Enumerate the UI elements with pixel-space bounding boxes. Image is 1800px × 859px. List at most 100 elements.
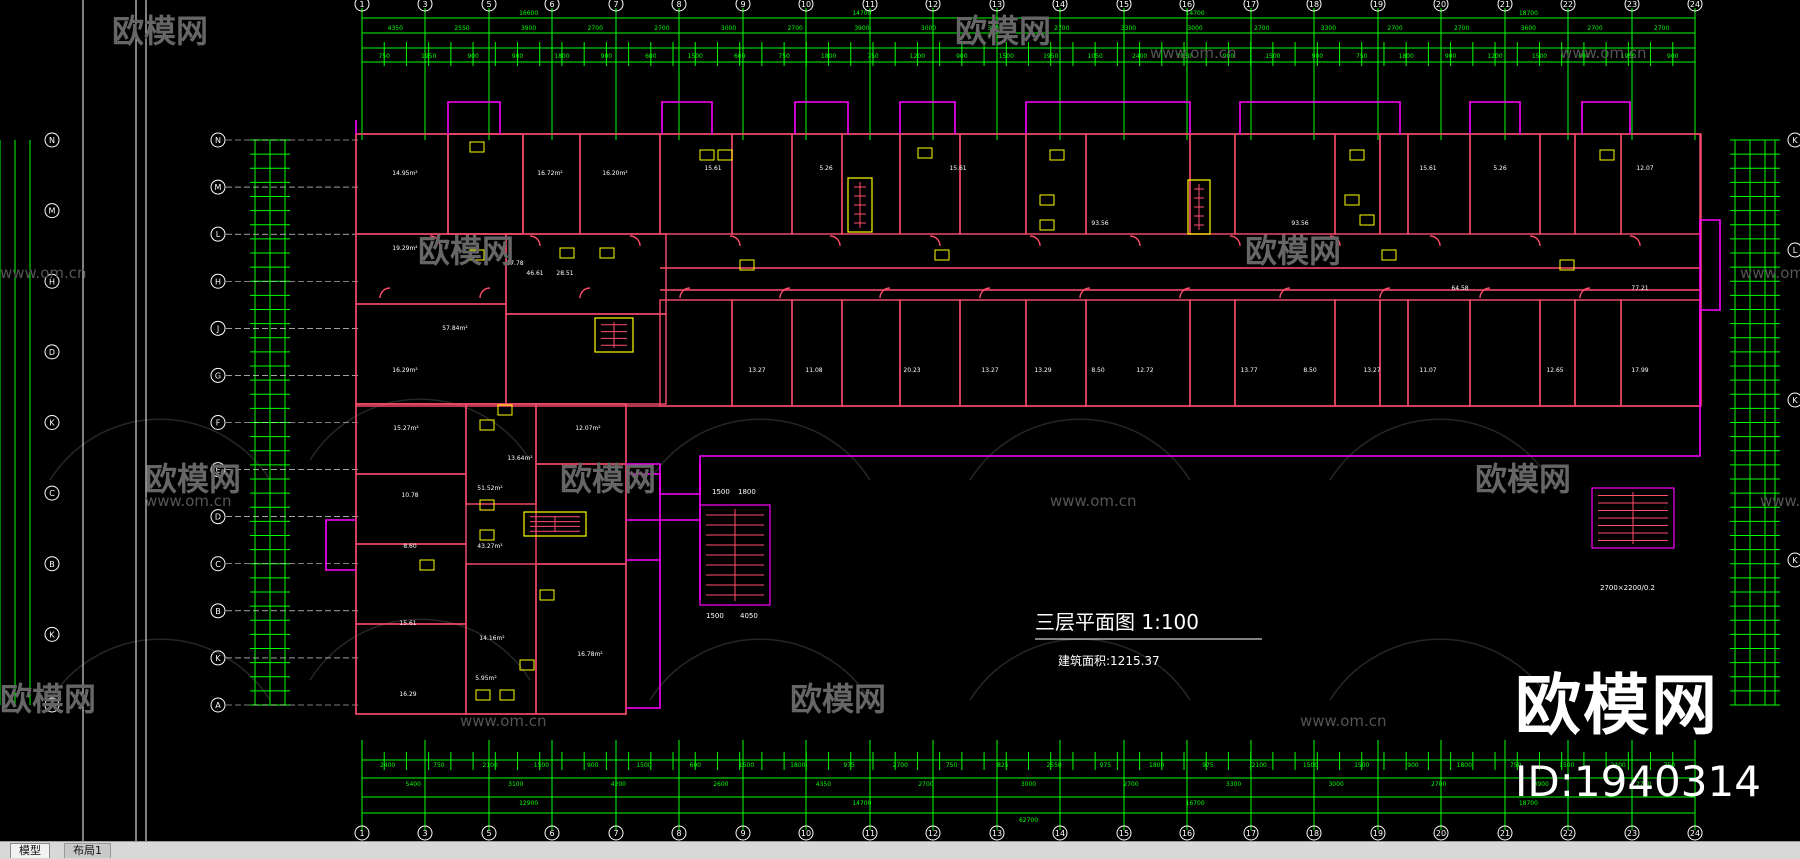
door-swing <box>1329 235 1341 247</box>
room-area-label: 5.95m² <box>475 675 497 682</box>
fixture <box>599 247 615 259</box>
dim-text: 3300 <box>1321 25 1336 32</box>
room-area-label: 14.16m² <box>479 635 505 642</box>
dim-text: 1050 <box>1088 53 1103 60</box>
grid-col-bubble-top-label: 7 <box>613 0 618 9</box>
door-swing <box>1579 287 1591 299</box>
dim-text: 3000 <box>1328 781 1343 788</box>
room-area-label: 46.61 <box>526 270 543 277</box>
grid-row-bubble <box>210 132 226 148</box>
room-west <box>447 133 524 235</box>
door-swing <box>829 235 841 247</box>
grid-col-bubble-bottom-label: 13 <box>992 829 1002 838</box>
fixture <box>1359 214 1375 226</box>
stair-label: 4050 <box>740 612 758 620</box>
room-area-label: 12.07 <box>1636 165 1653 172</box>
grid-row-bubble-far <box>44 556 60 572</box>
grid-row-bubble <box>210 603 226 619</box>
dim-text: 2700 <box>1254 25 1269 32</box>
fixture <box>1599 149 1615 161</box>
dim-text: 2100 <box>483 762 498 769</box>
watermark-brand-small: 欧模网 <box>955 12 1051 50</box>
grid-col-bubble-bottom-label: 6 <box>549 829 554 838</box>
grid-row-bubble-label: D <box>215 513 221 522</box>
fixture <box>1381 249 1397 261</box>
room-area-label: 5.26 <box>1493 165 1507 172</box>
grid-col-bubble-top <box>1243 0 1259 12</box>
grid-col-bubble-top <box>671 0 687 12</box>
dim-text: 600 <box>690 762 702 769</box>
grid-row-bubble <box>210 179 226 195</box>
door-swing <box>1029 235 1041 247</box>
watermark-domain-small: www.om.cn <box>1300 712 1387 730</box>
grid-row-bubble-far <box>44 132 60 148</box>
dim-text: 2700 <box>1054 25 1069 32</box>
grid-row-bubble-label: C <box>215 560 221 569</box>
dim-text: 900 <box>956 53 968 60</box>
grid-col-bubble-top-label: 21 <box>1500 0 1510 9</box>
grid-row-bubble <box>210 650 226 666</box>
fixture <box>699 149 715 161</box>
grid-col-bubble-top-label: 5 <box>486 0 491 9</box>
grid-col-bubble-top-label: 12 <box>928 0 938 9</box>
balcony-outline-north <box>355 101 1631 134</box>
dim-text: 1200 <box>1487 53 1502 60</box>
watermark-arc <box>1329 638 1551 701</box>
fixture <box>934 249 950 261</box>
dim-text: 12900 <box>519 800 538 807</box>
dim-text: 1500 <box>739 762 754 769</box>
grid-col-bubble-top-label: 1 <box>359 0 364 9</box>
dim-text: 3000 <box>1021 781 1036 788</box>
dim-text: 1500 <box>534 762 549 769</box>
room-area-label: 13.27 <box>981 367 998 374</box>
room-area-label: 93.56 <box>1091 220 1108 227</box>
dim-text: 1800 <box>1399 53 1414 60</box>
fixture <box>1039 194 1055 206</box>
grid-row-bubble-right-label: K <box>1792 396 1798 405</box>
grid-col-bubble-bottom <box>544 825 560 841</box>
fixture <box>497 404 513 416</box>
dim-text: 3900 <box>1534 781 1549 788</box>
dim-text: 1950 <box>1621 53 1636 60</box>
tab-model[interactable]: 模型 <box>10 843 50 858</box>
grid-row-bubble-far-label: C <box>49 489 55 498</box>
grid-row-bubble-label: G <box>215 371 221 380</box>
fixture <box>1344 194 1360 206</box>
grid-col-bubble-top <box>481 0 497 12</box>
stair-label: 1500 <box>712 488 730 496</box>
dim-text: 1050 <box>1176 53 1191 60</box>
watermark-arc <box>49 418 271 481</box>
grid-row-bubble-label: K <box>215 654 221 663</box>
grid-row-bubble-far <box>44 415 60 430</box>
tab-layout1[interactable]: 布局1 <box>64 843 111 858</box>
grid-row-bubble-far-label: M <box>49 207 56 216</box>
door-swing <box>479 287 491 299</box>
room-area-label: 15.61 <box>1419 165 1436 172</box>
grid-col-bubble-bottom <box>1497 825 1513 841</box>
grid-col-bubble-bottom <box>671 825 687 841</box>
grid-row-bubble-label: M <box>215 183 222 192</box>
grid-row-bubble-label: H <box>215 277 221 286</box>
grid-col-bubble-bottom <box>417 825 433 841</box>
watermark-id: ID:1940314 <box>1515 757 1761 806</box>
grid-col-bubble-bottom <box>798 825 814 841</box>
fixture <box>469 249 485 261</box>
room-area-label: 12.72 <box>1136 367 1153 374</box>
dim-text: 1800 <box>1457 762 1472 769</box>
room-area-label: 11.07 <box>1419 367 1436 374</box>
grid-axes <box>226 139 360 706</box>
watermark-brand-small: 欧模网 <box>145 460 241 498</box>
room-area-label: 12.65 <box>1546 367 1563 374</box>
dim-text: 2400 <box>1132 53 1147 60</box>
dim-text: 2550 <box>1046 762 1061 769</box>
grid-col-bubble-top-label: 17 <box>1246 0 1256 9</box>
grid-col-bubble-bottom <box>862 825 878 841</box>
watermark-arc <box>1329 418 1551 481</box>
dim-text: 1500 <box>1303 762 1318 769</box>
dim-text: 1950 <box>421 53 436 60</box>
room-area-label: 43.27m² <box>477 543 503 550</box>
dim-text: 2700 <box>1123 781 1138 788</box>
